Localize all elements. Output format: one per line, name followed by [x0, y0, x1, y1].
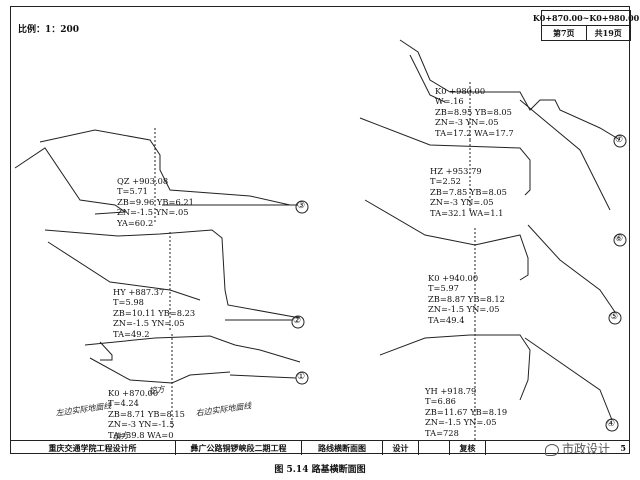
section-value: T=2.52 — [430, 176, 461, 187]
section-data-7: K0 +980.00 W=.16 ZB=8.95 YB=8.05 ZN=-3 Y… — [435, 86, 514, 138]
section-circle-3: ③ — [297, 201, 306, 211]
section-station: YH +918.79 — [425, 386, 477, 396]
section-circle-1: ① — [297, 372, 306, 382]
section-data-1: K0 +870.00 T=4.24 ZB=8.71 YB=8.15 ZN=-3 … — [108, 388, 185, 440]
section-value: YA=60.2 — [117, 217, 154, 228]
section-circle-4: ④ — [607, 419, 616, 429]
stake-range: K0+870.00~K0+980.00 — [533, 11, 639, 26]
section-value: ZN=-1.5 YN=.05 — [428, 304, 500, 315]
section-data-4: YH +918.79 T=6.86 ZB=11.67 YB=8.19 ZN=-1… — [425, 386, 507, 438]
cross-section-3 — [14, 128, 309, 222]
section-value: T=4.24 — [108, 398, 139, 409]
watermark-text: 市政设计 — [561, 442, 610, 456]
section-circle-6: ⑥ — [615, 234, 624, 244]
section-value: ZB=7.85 YB=8.05 — [430, 186, 507, 197]
cross-section-2 — [44, 229, 305, 330]
section-value: ZN=-1.5 YN=.05 — [117, 207, 189, 218]
section-value: T=6.86 — [425, 396, 456, 407]
section-value: ZN=-1.5 YN=.05 — [113, 318, 185, 329]
section-value: TA=728 — [425, 427, 459, 438]
cross-section-6 — [359, 99, 627, 247]
section-value: TA=49.2 — [113, 328, 150, 339]
wechat-icon — [544, 443, 559, 456]
page-info-row: 第7页 共19页 — [542, 26, 630, 40]
cross-section-5 — [364, 199, 622, 330]
section-value: ZB=9.96 YB=6.21 — [117, 196, 194, 207]
section-value: ZN=-3 YN=.05 — [430, 197, 494, 208]
section-value: ZN=-1.5 YN=.05 — [425, 417, 497, 428]
section-value: T=5.97 — [428, 283, 459, 294]
section-value: ZB=8.95 YB=8.05 — [435, 106, 512, 117]
section-value: TA=17.2 WA=17.7 — [435, 127, 514, 138]
section-circle-5: ⑤ — [610, 312, 619, 322]
figure-caption: 图 5.14 路基横断面图 — [274, 465, 366, 475]
title-page-fragment: 5 — [620, 443, 626, 453]
title-review-label: 复核 — [450, 441, 486, 455]
section-station: QZ +903.08 — [117, 176, 169, 186]
section-value: TA=49.4 — [428, 314, 465, 325]
section-data-6: HZ +953.79 T=2.52 ZB=7.85 YB=8.05 ZN=-3 … — [430, 166, 507, 218]
cross-section-1 — [84, 334, 309, 430]
section-value: ZB=11.67 YB=8.19 — [425, 406, 508, 417]
drawing-title-bar: 重庆交通学院工程设计所 彝广公路铜锣峡段二期工程 路线横断面图 设计 复核 5 — [10, 440, 630, 455]
section-value: T=5.71 — [117, 186, 148, 197]
section-station: HY +887.37 — [113, 287, 165, 297]
cross-section-7 — [399, 39, 621, 141]
section-value: TA=32.1 WA=1.1 — [430, 207, 504, 218]
watermark: 市政设计 — [544, 440, 610, 457]
section-value: ZB=8.87 YB=8.12 — [428, 293, 505, 304]
title-institute: 重庆交通学院工程设计所 — [10, 441, 176, 455]
section-value: ZN=-3 YN=-1.5 — [108, 419, 175, 430]
section-value: TA=39.8 WA=0 — [108, 429, 174, 440]
section-value: T=5.98 — [113, 297, 144, 308]
section-station: HZ +953.79 — [430, 166, 482, 176]
title-drawing-name: 路线横断面图 — [302, 441, 383, 455]
section-circle-2: ② — [293, 316, 302, 326]
title-project: 彝广公路铜锣峡段二期工程 — [176, 441, 302, 455]
title-design-blank — [419, 441, 450, 455]
sheet-header-box: K0+870.00~K0+980.00 第7页 共19页 — [533, 10, 639, 41]
scale-label: 比例：1：200 — [18, 25, 80, 35]
section-data-3: QZ +903.08 T=5.71 ZB=9.96 YB=6.21 ZN=-1.… — [117, 176, 194, 228]
section-value: ZN=-3 YN=.05 — [435, 117, 499, 128]
total-pages: 共19页 — [585, 26, 631, 40]
section-data-5: K0 +940.00 T=5.97 ZB=8.87 YB=8.12 ZN=-1.… — [428, 273, 505, 325]
section-circle-7: ⑦ — [615, 135, 624, 145]
section-data-2: HY +887.37 T=5.98 ZB=10.11 YB=8.23 ZN=-1… — [113, 287, 195, 339]
title-design-label: 设计 — [383, 441, 419, 455]
page-number: 第7页 — [552, 27, 575, 38]
section-station: K0 +980.00 — [435, 86, 486, 96]
section-station: K0 +940.00 — [428, 273, 479, 283]
section-value: W=.16 — [435, 96, 464, 107]
section-station: K0 +870.00 — [108, 388, 159, 398]
section-value: ZB=8.71 YB=8.15 — [108, 408, 185, 419]
handwritten-note-cut: 挖方 — [148, 384, 166, 396]
cross-section-4 — [379, 330, 619, 440]
drawing-sheet-frame — [10, 6, 630, 454]
section-value: ZB=10.11 YB=8.23 — [113, 307, 196, 318]
